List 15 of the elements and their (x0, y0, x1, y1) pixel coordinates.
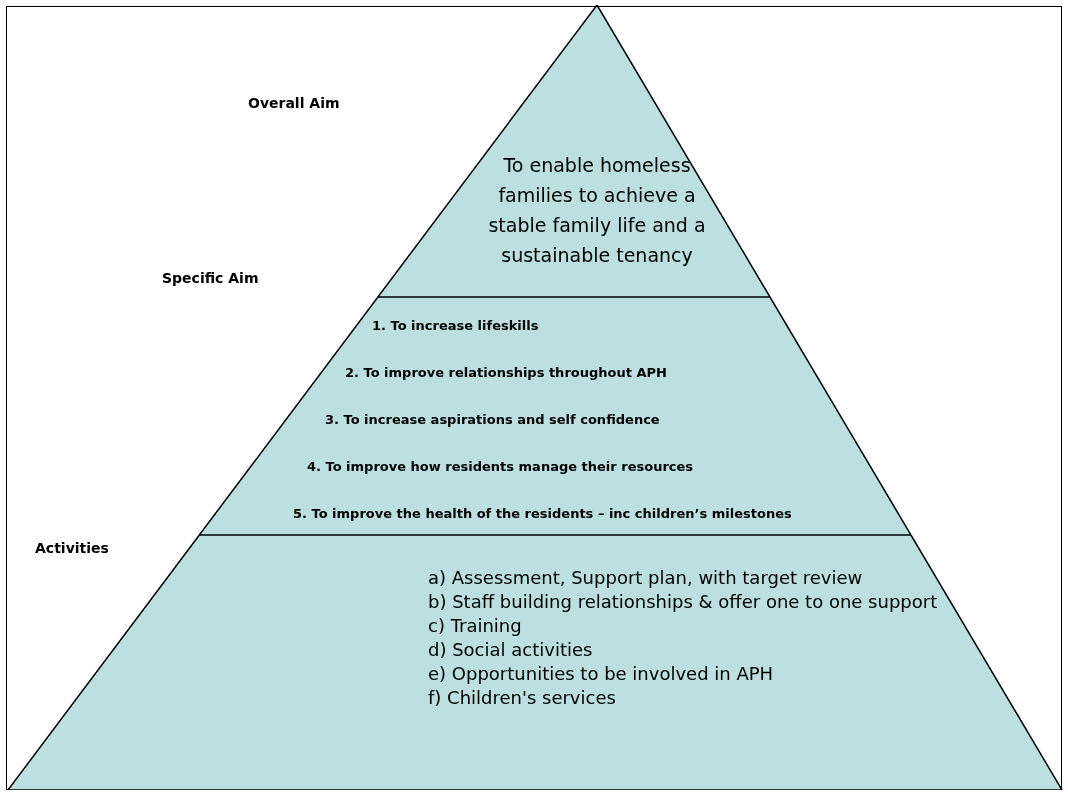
list-item: d) Social activities (428, 639, 593, 660)
list-item: a) Assessment, Support plan, with target review (428, 567, 863, 588)
list-item: c) Training (428, 615, 522, 636)
tier-heading: Overall Aim (248, 95, 340, 111)
list-item: b) Staff building relationships & offer one to one support (428, 591, 938, 612)
list-item: f) Children's services (428, 687, 616, 708)
aim-text: To enable homeless families to achieve a stable family life and a sustainable tenancy (487, 153, 707, 268)
list-item: 1. To increase lifeskills (372, 318, 539, 333)
tier-heading: Specific Aim (162, 270, 259, 286)
tier-heading: Activities (35, 540, 109, 556)
list-item: 3. To increase aspirations and self confidence (325, 412, 660, 427)
list-item: 4. To improve how residents manage their resources (307, 459, 694, 474)
list-item: e) Opportunities to be involved in APH (428, 663, 774, 684)
list-item: 5. To improve the health of the residents – inc children’s milestones (293, 506, 792, 521)
list-item: 2. To improve relationships throughout APH (345, 365, 667, 380)
